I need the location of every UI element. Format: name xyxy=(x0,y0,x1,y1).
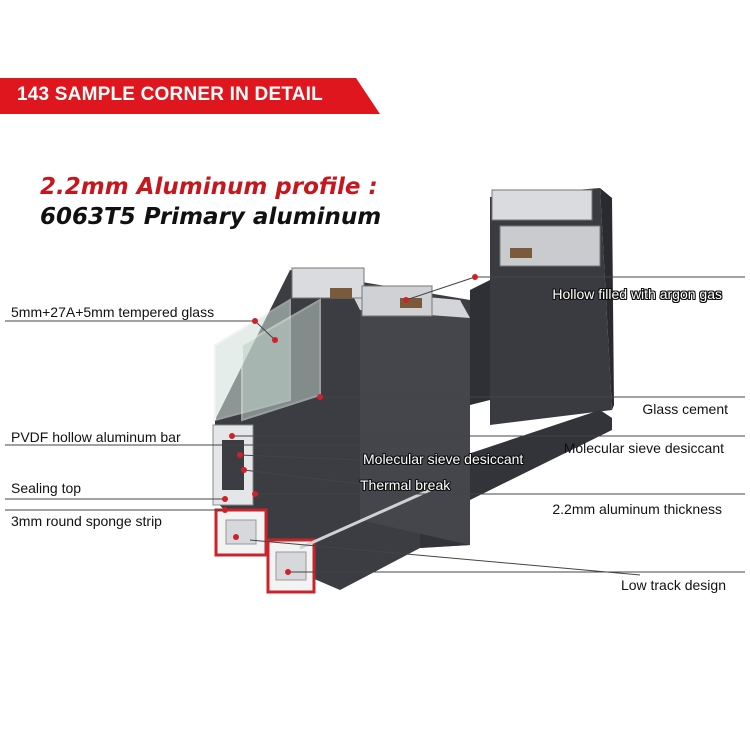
label-sponge-strip: 3mm round sponge strip xyxy=(11,513,162,529)
marker-argon-2 xyxy=(403,297,409,303)
gasket-3 xyxy=(510,248,532,258)
back-post-profile-2 xyxy=(499,225,601,267)
track-profile-1 xyxy=(214,508,268,557)
track-inner-2 xyxy=(275,551,307,581)
leader-thermal xyxy=(243,469,361,485)
marker-sealing xyxy=(222,496,228,502)
leader-glass-2 xyxy=(254,320,276,341)
headline-line-1: 2.2mm Aluminum profile : xyxy=(40,174,378,200)
label-desiccant-right: Molecular sieve desiccant xyxy=(563,440,724,456)
title-banner-shape xyxy=(0,78,380,114)
label-low-track: Low track design xyxy=(620,577,726,593)
back-post-profile xyxy=(491,189,593,221)
marker-desiccant xyxy=(237,452,243,458)
back-post-right-side xyxy=(600,188,614,410)
leader-argon-2 xyxy=(405,276,476,301)
label-thermal-break: Thermal break xyxy=(360,477,451,493)
sash-profile-core xyxy=(222,440,244,490)
main-top-profile xyxy=(291,267,365,299)
marker-sponge xyxy=(222,507,228,513)
gasket-2 xyxy=(400,298,422,308)
marker-cement xyxy=(317,394,323,400)
headline-line-2: 6063T5 Primary aluminum xyxy=(40,204,382,230)
marker-glass-1 xyxy=(252,318,258,324)
marker-pvdf xyxy=(229,433,235,439)
label-aluminum-thickness: 2.2mm aluminum thickness xyxy=(552,501,722,517)
leader-lines xyxy=(5,276,745,576)
marker-argon-1 xyxy=(472,274,478,280)
back-post-right xyxy=(490,188,612,425)
gasket-1 xyxy=(330,288,352,298)
label-argon-gas: Hollow filled with argon gas xyxy=(552,286,722,302)
marker-dots xyxy=(222,274,478,575)
marker-track-1 xyxy=(233,534,239,540)
marker-thickness xyxy=(252,491,258,497)
banner-title: 143 SAMPLE CORNER IN DETAIL xyxy=(17,84,323,105)
title-banner xyxy=(0,78,380,114)
rail-highlight xyxy=(299,488,431,550)
marker-thermal xyxy=(241,467,247,473)
leader-track xyxy=(249,539,641,576)
opening-back xyxy=(470,280,490,405)
label-glass-cement: Glass cement xyxy=(642,401,728,417)
center-post xyxy=(360,300,470,545)
label-desiccant-center: Molecular sieve desiccant xyxy=(363,451,524,467)
leader-desiccant-2 xyxy=(239,454,361,461)
marker-track-2 xyxy=(285,569,291,575)
marker-glass-2 xyxy=(272,337,278,343)
label-tempered-glass: 5mm+27A+5mm tempered glass xyxy=(11,304,215,320)
label-pvdf-bar: PVDF hollow aluminum bar xyxy=(11,429,181,445)
label-sealing-top: Sealing top xyxy=(11,480,82,496)
